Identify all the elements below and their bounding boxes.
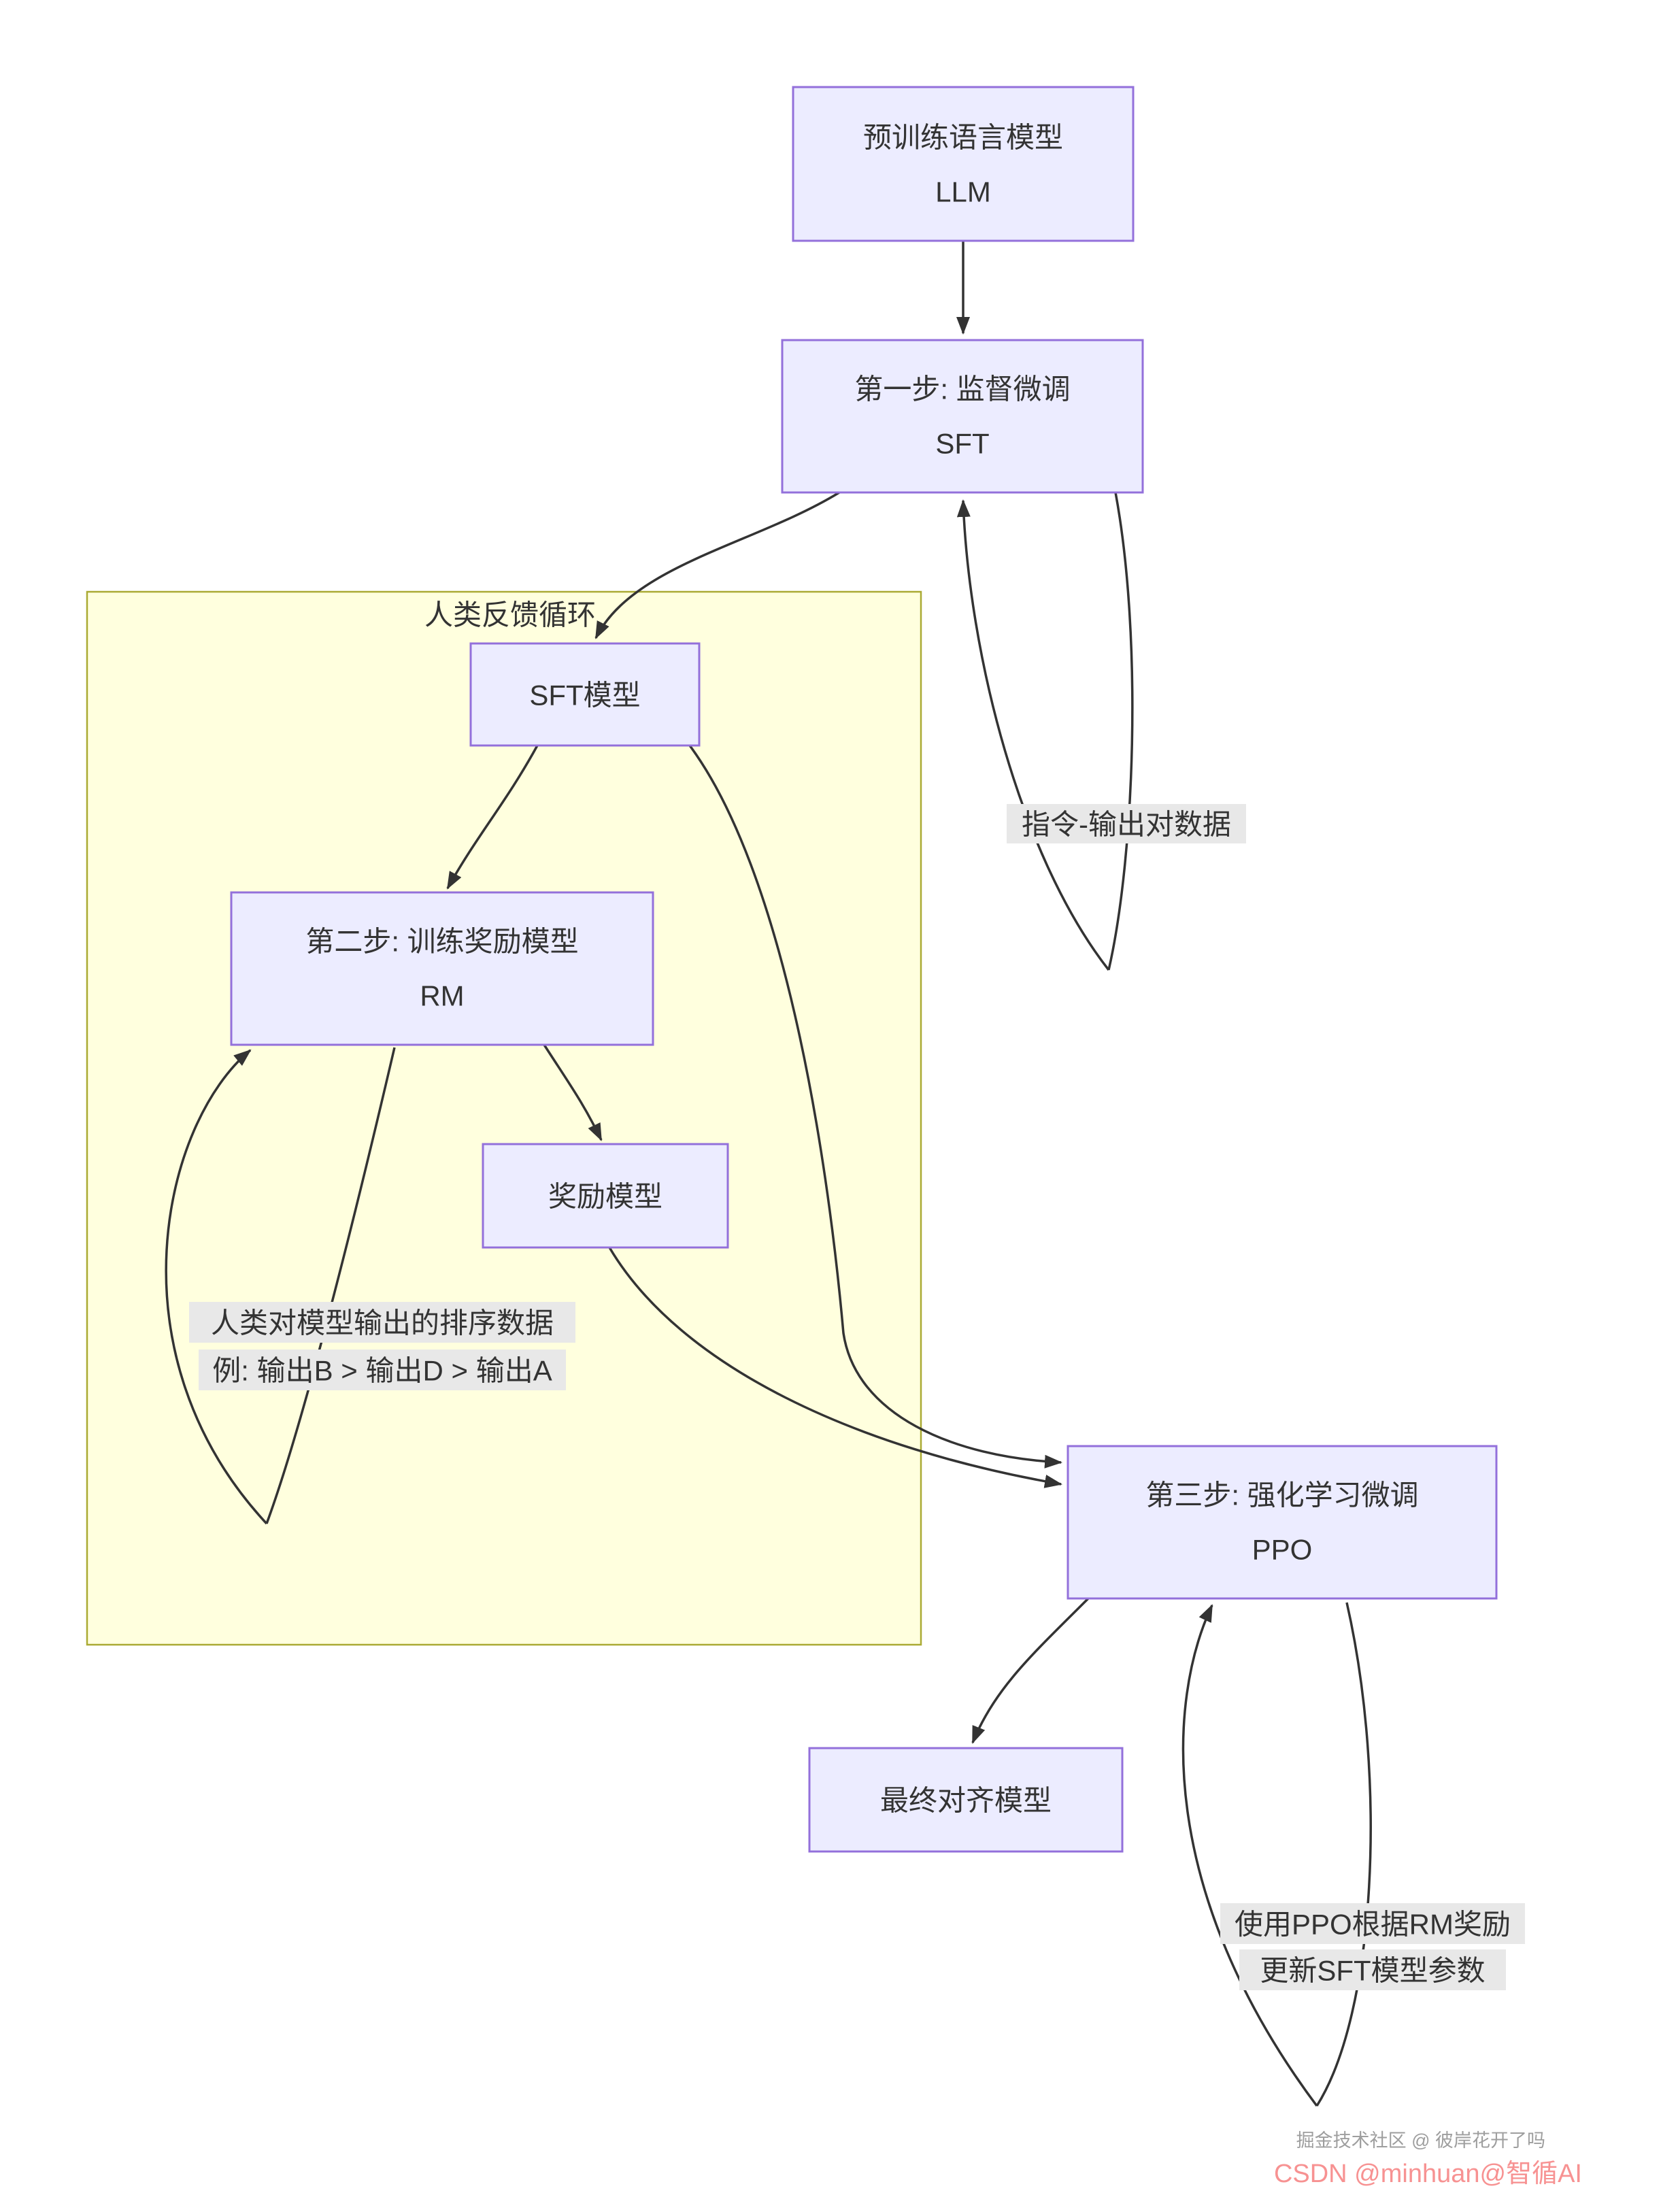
node-rm-step: 第二步: 训练奖励模型 RM	[230, 891, 654, 1046]
node-box	[808, 1747, 1124, 1853]
node-label-line1: 第二步: 训练奖励模型	[305, 926, 578, 958]
edge-label-ppo-update: 使用PPO根据RM奖励 更新SFT模型参数	[1220, 1903, 1525, 1990]
edge-label-bg	[1007, 804, 1246, 843]
edge-label-instruction-data: 指令-输出对数据	[1007, 804, 1246, 843]
edge-ppo-loop-out	[1315, 1602, 1372, 2107]
watermark-csdn: CSDN @minhuan@智循AI	[1274, 2160, 1582, 2188]
subgraph-box	[86, 590, 922, 1646]
node-reward-model: 奖励模型	[482, 1143, 729, 1249]
edge-label-text: 指令-输出对数据	[1022, 809, 1231, 841]
edge-label-ranking-data: 人类对模型输出的排序数据 例: 输出B > 输出D > 输出A	[189, 1302, 575, 1390]
edge-label-bg	[189, 1302, 575, 1343]
node-ppo-step: 第三步: 强化学习微调 PPO	[1067, 1445, 1498, 1600]
node-box	[781, 339, 1144, 494]
edge-label-bg	[199, 1350, 566, 1390]
node-box	[792, 86, 1135, 242]
edge-reward-model-to-ppo-step	[608, 1247, 1062, 1488]
edge-instruction-loop-in	[956, 499, 1110, 971]
node-final-model: 最终对齐模型	[808, 1747, 1124, 1853]
node-box	[230, 891, 654, 1046]
edge-label-bg	[1220, 1903, 1525, 1944]
edge-instruction-loop-out	[1107, 492, 1134, 971]
node-label-line1: 预训练语言模型	[863, 122, 1063, 154]
node-sft-model: SFT模型	[469, 642, 701, 747]
edge-rm-step-to-reward-model	[543, 1044, 603, 1141]
subgraph-human-feedback-loop: 人类反馈循环	[86, 590, 922, 1646]
node-llm: 预训练语言模型 LLM	[792, 86, 1135, 242]
node-label: 奖励模型	[548, 1181, 662, 1213]
edge-label-text-line1: 人类对模型输出的排序数据	[211, 1307, 554, 1339]
node-label-line2: LLM	[935, 176, 991, 208]
node-label-line2: RM	[420, 980, 464, 1012]
watermark-community: 掘金技术社区 @ 彼岸花开了吗	[1296, 2130, 1545, 2151]
edge-label-bg	[1239, 1949, 1506, 1990]
node-box	[482, 1143, 729, 1249]
node-label: 最终对齐模型	[880, 1785, 1052, 1817]
edge-ppo-loop-in	[1181, 1604, 1318, 2107]
edge-ranking-loop-in	[165, 1049, 268, 1525]
node-label: SFT模型	[529, 680, 640, 711]
node-box	[1067, 1445, 1498, 1600]
node-label-line2: SFT	[935, 428, 989, 460]
subgraph-label: 人类反馈循环	[424, 599, 596, 631]
node-label-line1: 第一步: 监督微调	[854, 373, 1070, 405]
edge-label-text-line1: 使用PPO根据RM奖励	[1235, 1909, 1511, 1941]
node-box	[469, 642, 701, 747]
edge-label-text-line2: 更新SFT模型参数	[1260, 1955, 1485, 1987]
node-sft-step: 第一步: 监督微调 SFT	[781, 339, 1144, 494]
edge-sft-model-to-ppo-step	[688, 744, 1062, 1469]
edge-sft-step-to-sft-model	[594, 491, 840, 639]
edge-sft-model-to-rm-step	[446, 745, 539, 890]
node-label-line2: PPO	[1252, 1534, 1313, 1566]
node-label-line1: 第三步: 强化学习微调	[1145, 1479, 1418, 1511]
edge-label-text-line2: 例: 输出B > 输出D > 输出A	[212, 1355, 552, 1387]
edge-ppo-step-to-final-model	[971, 1597, 1090, 1744]
